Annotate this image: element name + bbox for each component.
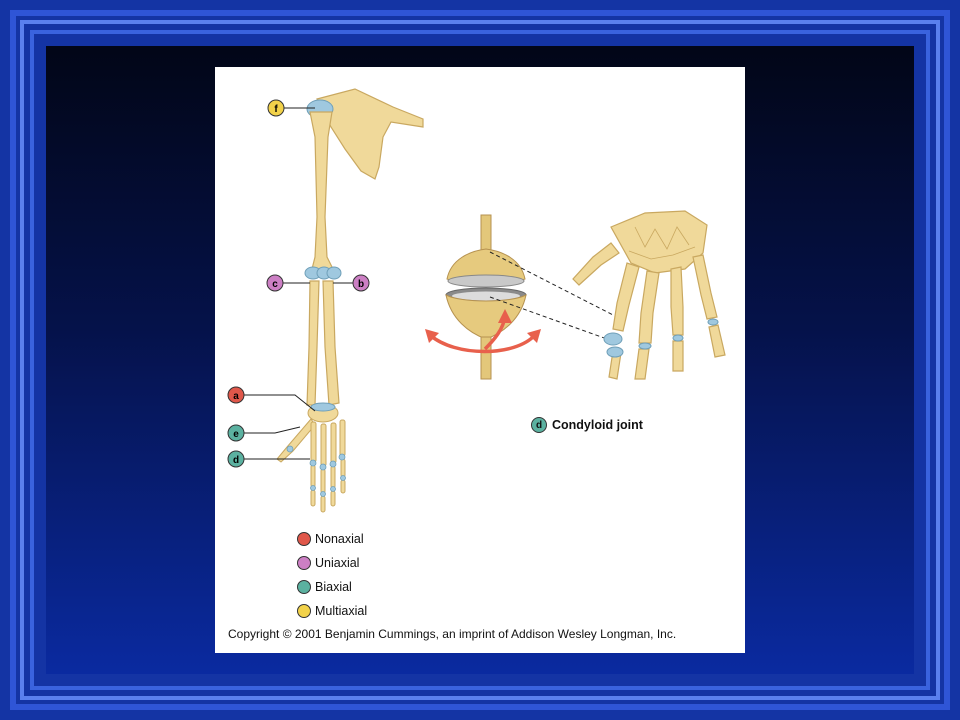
- lower-socket-face: [452, 291, 520, 301]
- elbow-cartilage-right: [326, 266, 342, 280]
- knuckle-cartilage: [286, 445, 346, 497]
- label-d: d: [227, 450, 245, 468]
- condyloid-label: Condyloid joint: [552, 418, 643, 432]
- legend-label-nonaxial: Nonaxial: [315, 532, 364, 546]
- dashed-guide-upper: [489, 251, 618, 318]
- condyloid-joint-model: [425, 214, 618, 380]
- legend-dot-multiaxial: [297, 604, 311, 618]
- horizontal-rotation-arrow: [428, 333, 537, 354]
- carpal-block: [610, 210, 708, 274]
- legend-label-multiaxial: Multiaxial: [315, 604, 368, 618]
- legend-uniaxial: Uniaxial: [297, 554, 359, 572]
- thumb-metacarpal: [572, 242, 620, 286]
- label-e-text: e: [233, 429, 239, 440]
- synovial-joints-diagram: f c b a e d: [227, 88, 726, 513]
- legend-dot-nonaxial: [297, 532, 311, 546]
- humerus: [309, 111, 336, 274]
- upper-condyle-face: [447, 274, 525, 288]
- condyloid-badge: d: [531, 417, 547, 433]
- label-f-text: f: [274, 104, 278, 115]
- label-e: e: [227, 424, 245, 442]
- label-a-text: a: [233, 391, 239, 402]
- middle-phalanx: [634, 348, 650, 380]
- legend-nonaxial: Nonaxial: [297, 530, 364, 548]
- hand-detail: [572, 210, 726, 380]
- legend-dot-uniaxial: [297, 556, 311, 570]
- label-f: f: [267, 99, 285, 117]
- arrow-head-right: [527, 329, 541, 343]
- middle-metacarpal: [638, 270, 660, 344]
- label-d-text: d: [233, 455, 239, 466]
- label-c: c: [266, 274, 284, 292]
- arrow-head-up: [498, 309, 512, 323]
- ring-metacarpal: [670, 266, 684, 336]
- legend-biaxial: Biaxial: [297, 578, 352, 596]
- label-b-text: b: [358, 279, 364, 290]
- arrow-head-left: [425, 329, 439, 343]
- wrist-cartilage: [310, 402, 336, 412]
- hand-detail-cartilage: [603, 318, 719, 358]
- middle-frame: [20, 20, 940, 700]
- lower-shaft: [480, 336, 492, 380]
- legend-label-biaxial: Biaxial: [315, 580, 352, 594]
- carpal-lines: [628, 226, 696, 260]
- leader-lines: [243, 107, 354, 460]
- index-metacarpal: [612, 262, 640, 332]
- hand-bones: [276, 418, 346, 513]
- ulna: [306, 280, 320, 406]
- lower-condyle: [445, 294, 527, 340]
- label-b: b: [352, 274, 370, 292]
- scapula: [316, 88, 424, 180]
- legend-multiaxial: Multiaxial: [297, 602, 367, 620]
- inner-frame: [30, 30, 930, 690]
- legend-dot-biaxial: [297, 580, 311, 594]
- figure-panel: f c b a e d: [215, 67, 745, 653]
- outer-frame: [10, 10, 950, 710]
- label-a: a: [227, 386, 245, 404]
- ring-phalanx: [672, 340, 684, 372]
- condyloid-joint-caption: d Condyloid joint: [531, 417, 643, 433]
- legend-label-uniaxial: Uniaxial: [315, 556, 360, 570]
- radius: [322, 280, 340, 406]
- little-phalanx: [708, 324, 726, 358]
- copyright-notice: Copyright © 2001 Benjamin Cummings, an i…: [228, 627, 677, 641]
- label-c-text: c: [272, 279, 278, 290]
- little-metacarpal: [692, 254, 718, 320]
